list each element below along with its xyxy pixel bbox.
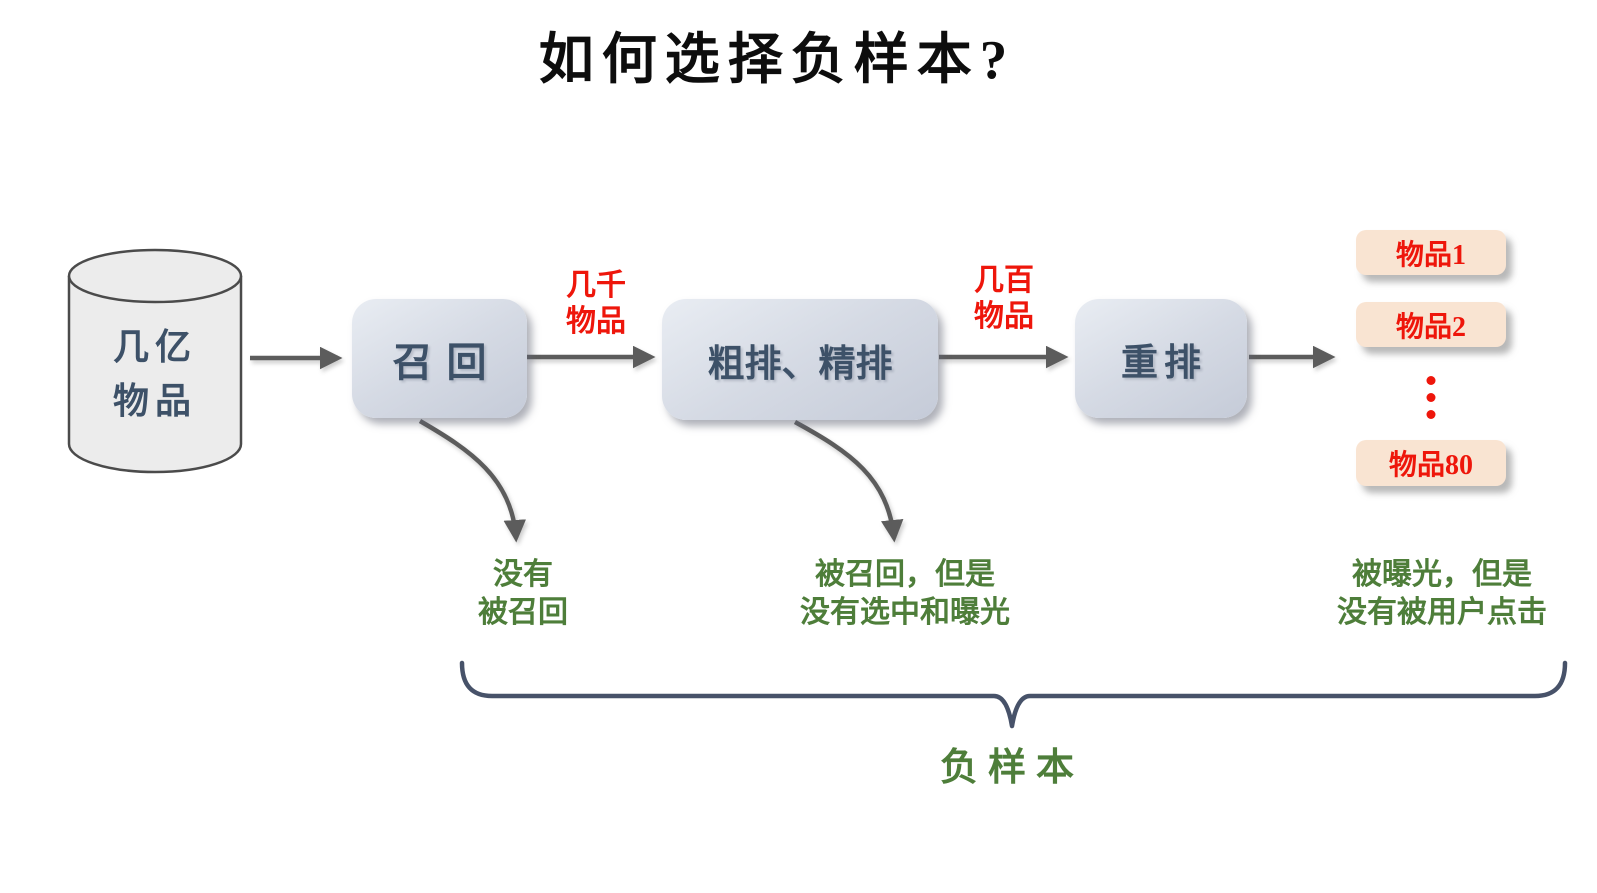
ellipsis-dot <box>1426 410 1436 419</box>
arrow-recall-to-not-recalled <box>418 419 527 543</box>
source-database-cylinder: 几亿 物品 <box>66 248 244 476</box>
stage-rerank: 重排 <box>1075 299 1247 418</box>
ellipsis-dot <box>1426 376 1436 385</box>
annotation-not-recalled-line1: 没有 <box>493 558 553 591</box>
flow-label-thousands-line1: 几千 <box>566 269 626 302</box>
annotation-exposed-not-clicked-line2: 没有被用户点击 <box>1337 596 1547 630</box>
flow-label-thousands-line2: 物品 <box>566 305 626 338</box>
page-title: 如何选择负样本? <box>538 29 1016 90</box>
ellipsis-dot <box>1426 393 1436 402</box>
flow-label-hundreds-line1: 几百 <box>974 264 1034 297</box>
annotation-exposed-not-clicked: 被曝光，但是 没有被用户点击 <box>1337 556 1547 633</box>
arrow-ranking-to-not-exposed <box>793 420 904 543</box>
source-label-line1: 几亿 <box>112 327 197 367</box>
negative-samples-label: 负样本 <box>939 747 1085 789</box>
output-item-2: 物品2 <box>1356 302 1506 347</box>
stage-ranking: 粗排、精排 <box>662 299 938 420</box>
annotation-recalled-not-exposed-line1: 被召回，但是 <box>815 558 995 591</box>
source-label-line2: 物品 <box>112 381 197 421</box>
output-item-1: 物品1 <box>1356 230 1506 275</box>
cylinder-shape <box>67 248 243 474</box>
annotation-not-recalled: 没有 被召回 <box>478 556 568 633</box>
flow-label-hundreds-line2: 物品 <box>974 300 1034 333</box>
flow-label-thousands: 几千 物品 <box>566 268 626 340</box>
annotation-not-recalled-line2: 被召回 <box>478 596 568 630</box>
items-ellipsis-icon <box>1426 376 1436 419</box>
annotation-exposed-not-clicked-line1: 被曝光，但是 <box>1352 558 1532 591</box>
negative-samples-brace <box>459 660 1568 729</box>
annotation-recalled-not-exposed-line2: 没有选中和曝光 <box>800 596 1010 630</box>
annotation-recalled-not-exposed: 被召回，但是 没有选中和曝光 <box>800 556 1010 633</box>
stage-recall: 召回 <box>352 299 527 418</box>
source-database-label: 几亿 物品 <box>66 320 244 428</box>
output-item-80: 物品80 <box>1356 440 1506 486</box>
flow-label-hundreds: 几百 物品 <box>974 263 1034 335</box>
